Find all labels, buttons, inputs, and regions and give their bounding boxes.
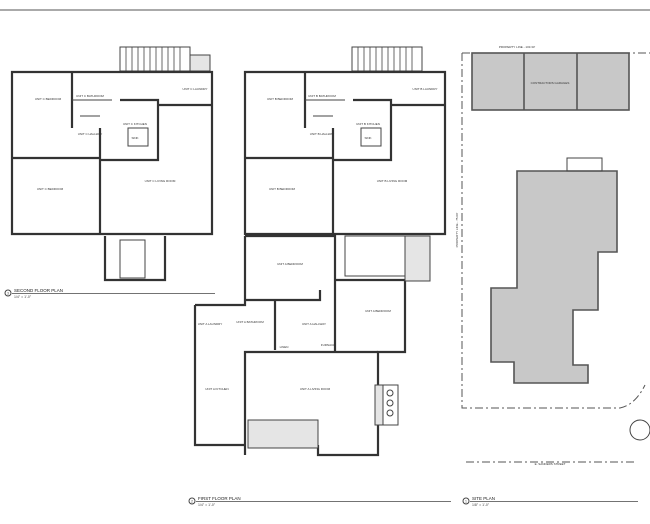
drawing-scale: 1/4" = 1'-0" [14, 295, 32, 299]
room-label: LINEN [280, 345, 289, 349]
room-label: UNIT C LAUNDRY [182, 87, 207, 91]
room-label: UNIT A BEDROOM [277, 262, 303, 266]
room-label: UNIT A BEDROOM [365, 309, 391, 313]
site-plan-title: 1 SITE PLAN 1/8" = 1'-0" [462, 496, 638, 507]
garages-label: CONTRACTORS GARAGES [531, 81, 570, 85]
room-label: UNIT B KITCHEN [356, 122, 380, 126]
room-label: UNIT C BATHROOM [76, 94, 104, 98]
drawing-scale: 1/8" = 1'-0" [472, 503, 490, 507]
street-label: E. SANDERS STREET [535, 462, 566, 466]
room-label: UNIT C BEDROOM [35, 97, 62, 101]
second-floor-plan-title: 3 SECOND FLOOR PLAN 1/4" = 1'-0" [4, 288, 215, 299]
room-label: UNIT B HALLWAY [310, 132, 334, 136]
room-label: UNIT A KITCHEN [205, 387, 228, 391]
room-label: UNIT B LAUNDRY [413, 87, 438, 91]
room-label: UNIT B LIVING ROOM [377, 179, 408, 183]
room-label: SINK [364, 136, 371, 140]
drawing-title: SITE PLAN [472, 496, 495, 501]
drawing-number: 1 [465, 500, 467, 504]
first-floor-plan-title: 2 FIRST FLOOR PLAN 1/4" = 1'-0" [188, 496, 451, 507]
room-label: UNIT A LIVING ROOM [300, 387, 331, 391]
room-label: UNIT B BEDROOM [269, 187, 296, 191]
room-label: UNIT B BATHROOM [308, 94, 336, 98]
property-line-label: PROPERTY LINE - 103.33' [499, 45, 536, 49]
room-label: UNIT B BEDROOM [267, 97, 294, 101]
second-floor-unit-c: UNIT C BEDROOM UNIT C BATHROOM UNIT C LA… [10, 46, 214, 282]
room-label: SINK [131, 136, 138, 140]
room-label: UNIT C HALLWAY [78, 132, 103, 136]
room-label: UNIT A HALLWAY [302, 322, 326, 326]
room-label: FURNACE [321, 343, 336, 347]
room-label: UNIT C KITCHEN [123, 122, 147, 126]
room-label: UNIT A LAUNDRY [198, 322, 223, 326]
room-label: UNIT C BEDROOM [37, 187, 64, 191]
drawing-number: 2 [191, 500, 193, 504]
second-floor-unit-b: UNIT B BEDROOM UNIT B BATHROOM UNIT B LA… [243, 46, 447, 236]
room-label: UNIT C LIVING ROOM [145, 179, 176, 183]
drawing-title: FIRST FLOOR PLAN [198, 496, 241, 501]
drawing-scale: 1/4" = 1'-0" [198, 503, 216, 507]
drawing-title: SECOND FLOOR PLAN [14, 288, 63, 293]
first-floor-unit-a: UNIT A BEDROOM UNIT A LAUNDRY UNIT A BAT… [193, 234, 431, 457]
property-line-label: PROPERTY LINE - 75.00' [455, 212, 459, 247]
site-plan: PROPERTY LINE - 103.33' CONTRACTORS GARA… [455, 45, 650, 466]
room-label: UNIT A BATHROOM [236, 320, 264, 324]
drawing-number: 3 [7, 292, 9, 296]
